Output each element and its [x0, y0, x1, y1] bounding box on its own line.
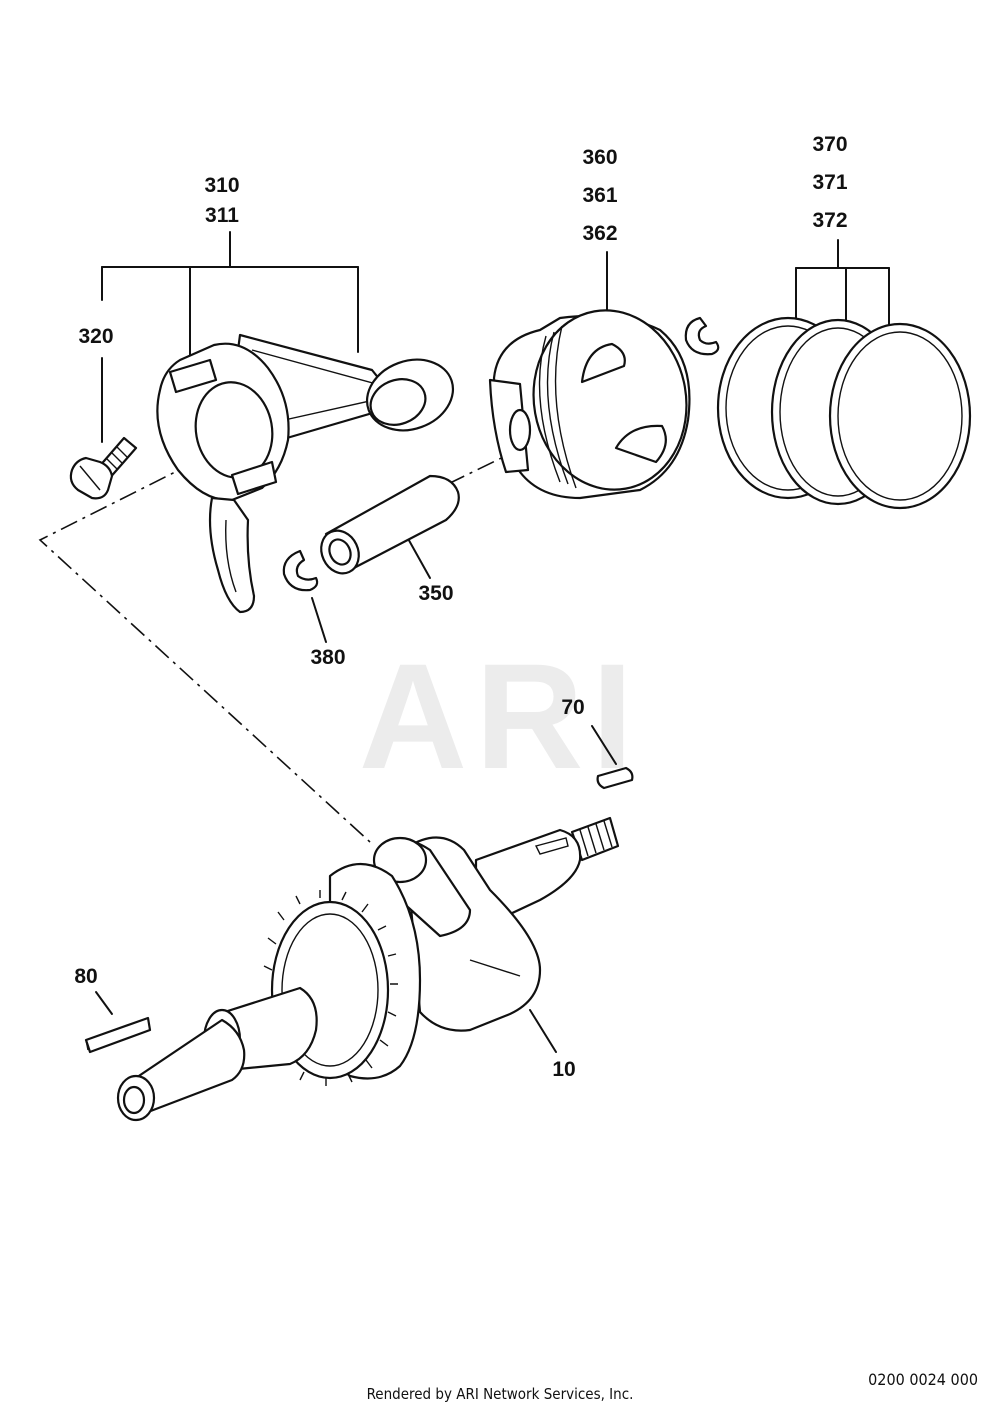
callout-labels: 310 311 320 360 361 362 370 371 372 350 …: [74, 133, 848, 1081]
connecting-rod-310: [156, 333, 455, 614]
diagram-code: 0200 0024 000: [868, 1370, 978, 1389]
piston-rings-370: [716, 316, 972, 510]
label-372: 372: [812, 209, 847, 232]
label-361: 361: [582, 184, 617, 207]
label-380: 380: [310, 646, 345, 669]
label-360: 360: [582, 146, 617, 169]
leader-lines: [95, 231, 890, 1053]
clip-380: [282, 549, 319, 592]
piston-360: [488, 309, 691, 500]
label-311: 311: [205, 204, 239, 227]
label-320: 320: [78, 325, 113, 348]
wrist-pin-350: [320, 474, 460, 575]
label-350: 350: [418, 582, 453, 605]
bolt-320: [69, 436, 138, 500]
label-370: 370: [812, 133, 847, 156]
label-80: 80: [74, 965, 97, 988]
label-10: 10: [552, 1058, 575, 1081]
key-80: [84, 1016, 152, 1054]
label-371: 371: [812, 171, 847, 194]
key-70: [596, 766, 634, 790]
crankshaft-10: [116, 816, 620, 1122]
label-70: 70: [561, 696, 584, 719]
label-310: 310: [204, 174, 239, 197]
clip-near-piston: [684, 316, 720, 356]
watermark: ARI: [359, 632, 641, 800]
footer-credit: Rendered by ARI Network Services, Inc.: [366, 1385, 634, 1403]
label-362: 362: [582, 222, 617, 245]
